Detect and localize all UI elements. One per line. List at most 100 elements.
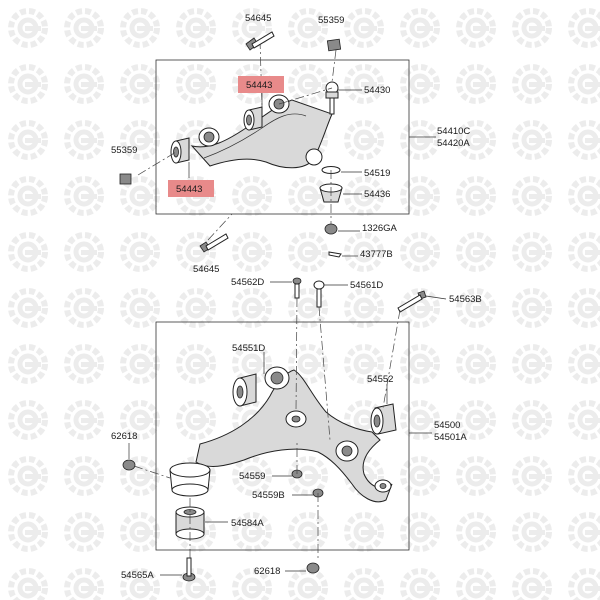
label-lower-arm: 54500: [434, 420, 460, 431]
label-nut-55359-left: 55359: [111, 145, 137, 156]
nut-62618-bottom[interactable]: [306, 562, 320, 574]
gear-wrench-watermark-icon: [120, 344, 160, 384]
gear-wrench-watermark-icon: [8, 120, 48, 160]
gear-wrench-watermark-icon: [512, 344, 552, 384]
nut-62618-left[interactable]: [122, 459, 136, 471]
gear-wrench-watermark-icon: [344, 344, 384, 384]
gear-wrench-watermark-icon: [512, 8, 552, 48]
gear-wrench-watermark-icon: [232, 8, 272, 48]
bolt-54561d[interactable]: [313, 280, 325, 308]
gear-wrench-watermark-icon: [512, 456, 552, 496]
nut-55359-left[interactable]: [119, 173, 132, 185]
cotter-pin[interactable]: [328, 251, 342, 258]
gear-wrench-watermark-icon: [456, 400, 496, 440]
upper-arm-group: [137, 39, 436, 241]
bushing-54443-lower[interactable]: [170, 137, 190, 164]
label-bolt-54645-bottom: 54645: [193, 264, 219, 275]
gear-wrench-watermark-icon: [568, 288, 600, 328]
gear-wrench-watermark-icon: [64, 176, 104, 216]
upper-control-arm[interactable]: [190, 99, 333, 169]
bolt-54563b[interactable]: [397, 290, 427, 313]
gear-wrench-watermark-icon: [8, 288, 48, 328]
gear-wrench-watermark-icon: [344, 64, 384, 104]
bushing-54552[interactable]: [370, 403, 397, 435]
gear-wrench-watermark-icon: [64, 8, 104, 48]
gear-wrench-watermark-icon: [120, 8, 160, 48]
gear-wrench-watermark-icon: [456, 232, 496, 272]
gear-wrench-watermark-icon: [176, 64, 216, 104]
gear-wrench-watermark-icon: [288, 232, 328, 272]
gear-wrench-watermark-icon: [64, 288, 104, 328]
gear-wrench-watermark-icon: [568, 232, 600, 272]
gear-wrench-watermark-icon: [120, 232, 160, 272]
gear-wrench-watermark-icon: [288, 288, 328, 328]
gear-wrench-watermark-icon: [456, 568, 496, 600]
gear-wrench-watermark-icon: [568, 344, 600, 384]
gear-wrench-watermark-icon: [456, 8, 496, 48]
gear-wrench-watermark-icon: [232, 512, 272, 552]
gear-wrench-watermark-icon: [8, 400, 48, 440]
gear-wrench-watermark-icon: [8, 568, 48, 600]
gear-wrench-watermark-icon: [232, 344, 272, 384]
bolt-54645-bottom[interactable]: [199, 233, 229, 253]
label-nut-62618-left: 62618: [111, 431, 137, 442]
gear-wrench-watermark-icon: [8, 176, 48, 216]
gear-wrench-watermark-icon: [512, 232, 552, 272]
gear-wrench-watermark-icon: [176, 344, 216, 384]
gear-wrench-watermark-icon: [64, 232, 104, 272]
gear-wrench-watermark-icon: [288, 64, 328, 104]
gear-wrench-watermark-icon: [344, 288, 384, 328]
gear-wrench-watermark-icon: [288, 512, 328, 552]
label-bolt-54563b: 54563B: [449, 294, 482, 305]
gear-wrench-watermark-icon: [456, 456, 496, 496]
gear-wrench-watermark-icon: [512, 176, 552, 216]
gear-wrench-watermark-icon: [288, 568, 328, 600]
gear-wrench-watermark-icon: [568, 120, 600, 160]
label-nut-54559b: 54559B: [252, 490, 285, 501]
lower-arm-front-eye[interactable]: [264, 366, 290, 390]
bushing-housing[interactable]: [169, 462, 211, 497]
label-bushing-54551d: 54551D: [232, 343, 265, 354]
gear-wrench-watermark-icon: [232, 176, 272, 216]
gear-wrench-watermark-icon: [512, 400, 552, 440]
gear-wrench-watermark-icon: [344, 8, 384, 48]
gear-wrench-watermark-icon: [176, 288, 216, 328]
gear-wrench-watermark-icon: [176, 400, 216, 440]
gear-wrench-watermark-icon: [344, 120, 384, 160]
gear-wrench-watermark-icon: [512, 120, 552, 160]
label-nut-55359-top: 55359: [318, 15, 344, 26]
castle-nut[interactable]: [324, 223, 338, 235]
gear-wrench-watermark-icon: [456, 344, 496, 384]
label-snap-ring: 54519: [364, 168, 390, 179]
gear-wrench-watermark-icon: [400, 568, 440, 600]
bolt-54562d[interactable]: [292, 277, 302, 299]
highlight-box-lower: [168, 180, 214, 197]
gear-wrench-watermark-icon: [568, 400, 600, 440]
gear-wrench-watermark-icon: [568, 64, 600, 104]
gear-wrench-watermark-icon: [64, 512, 104, 552]
gear-wrench-watermark-icon: [512, 512, 552, 552]
ball-joint[interactable]: [325, 81, 339, 115]
bolt-54565a[interactable]: [182, 557, 196, 582]
lower-control-arm[interactable]: [195, 369, 393, 503]
gear-wrench-watermark-icon: [120, 176, 160, 216]
label-bushing-54443-upper: 54443: [246, 80, 272, 91]
gear-wrench-watermark-icon: [8, 232, 48, 272]
label-upper-arm-alt: 54420A: [437, 138, 470, 149]
upper-arm-bushing-left[interactable]: [198, 127, 220, 147]
gear-wrench-watermark-icon: [232, 456, 272, 496]
gear-wrench-watermark-icon: [512, 288, 552, 328]
gear-wrench-watermark-icon: [456, 120, 496, 160]
label-cotter-pin: 43777B: [360, 249, 393, 260]
nut-55359-top[interactable]: [326, 38, 342, 52]
gear-wrench-watermark-icon: [512, 568, 552, 600]
bushing-54551d[interactable]: [232, 373, 257, 407]
bolt-54645-top[interactable]: [245, 31, 275, 51]
label-bushing-54552: 54552: [367, 374, 393, 385]
label-bolt-54562d: 54562D: [231, 277, 264, 288]
gear-wrench-watermark-icon: [288, 344, 328, 384]
bushing-54443-upper[interactable]: [243, 106, 263, 131]
gear-wrench-watermark-icon: [120, 288, 160, 328]
